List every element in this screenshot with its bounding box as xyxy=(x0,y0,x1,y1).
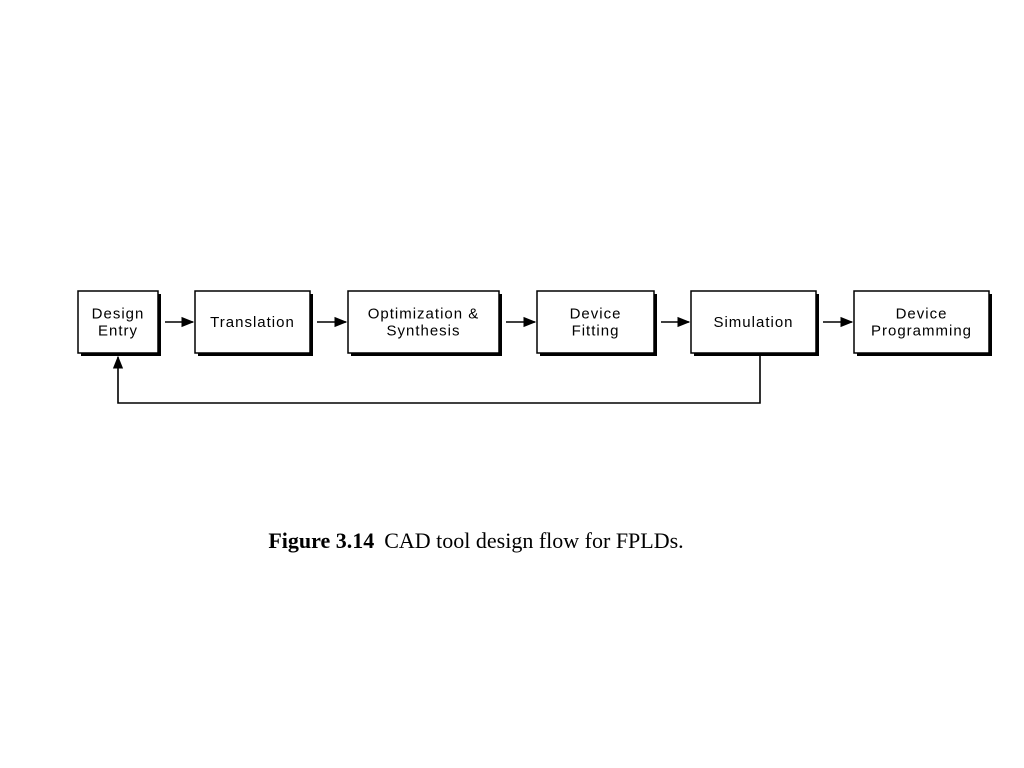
step-box xyxy=(77,290,159,354)
caption-text: CAD tool design flow for FPLDs. xyxy=(384,528,684,553)
step-optimization-synthesis: Optimization &Synthesis xyxy=(347,290,502,356)
figure-number: Figure 3.14 xyxy=(268,528,375,553)
figure-caption: Figure 3.14 CAD tool design flow for FPLD… xyxy=(0,528,952,554)
step-label: Optimization & xyxy=(368,306,480,323)
step-box xyxy=(853,290,990,354)
step-label: Programming xyxy=(871,323,972,340)
step-label: Synthesis xyxy=(386,323,460,340)
step-label: Translation xyxy=(210,314,295,331)
step-box xyxy=(347,290,500,354)
step-label: Fitting xyxy=(572,323,620,340)
step-label: Entry xyxy=(98,323,138,340)
step-simulation: Simulation xyxy=(690,290,819,356)
step-translation: Translation xyxy=(194,290,313,356)
feedback-arrow xyxy=(112,355,761,404)
step-box xyxy=(536,290,655,354)
step-box xyxy=(194,290,311,354)
step-label: Design xyxy=(92,306,145,323)
step-label: Device xyxy=(896,306,948,323)
step-box xyxy=(690,290,817,354)
step-label: Device xyxy=(570,306,622,323)
step-label: Simulation xyxy=(713,314,793,331)
